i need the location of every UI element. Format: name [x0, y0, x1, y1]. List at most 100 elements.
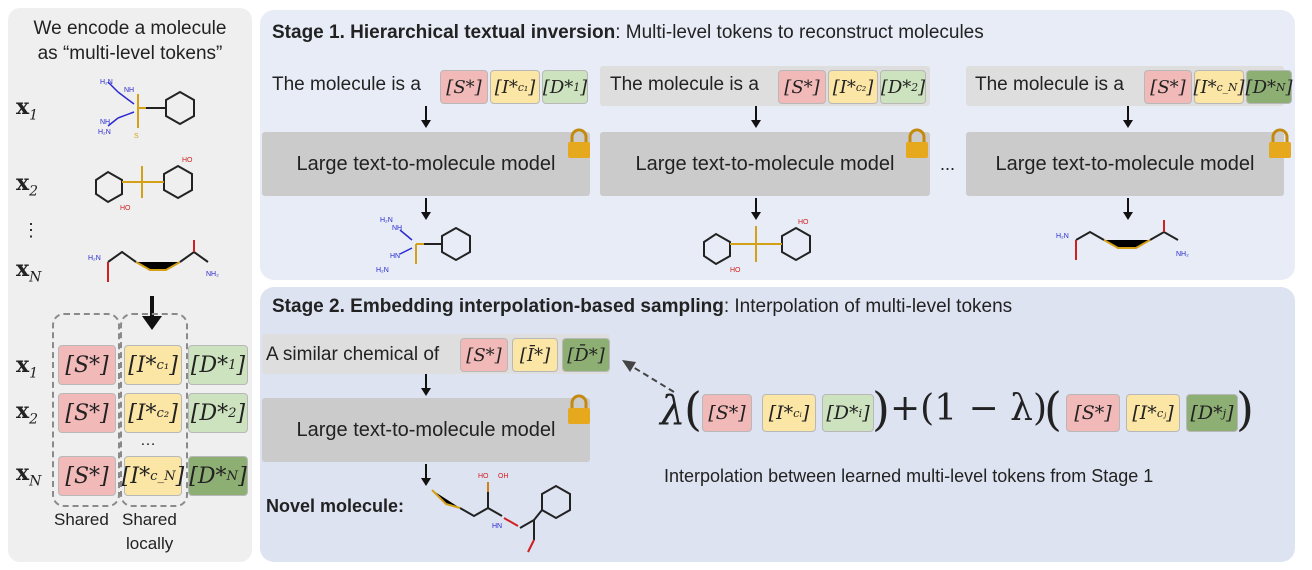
token-detail: [D*2]: [880, 70, 926, 104]
token-structure: [S*]: [778, 70, 826, 104]
down-arrow-icon: [421, 464, 431, 486]
token-intermediate: [Ī*]: [512, 338, 558, 372]
molecule-structure: HO HO: [703, 219, 811, 274]
token-structure: [S*]: [702, 394, 752, 432]
down-arrow-icon: [1123, 106, 1133, 128]
token-detail: [D*N]: [188, 456, 248, 496]
stage1-prompt: The molecule is a: [272, 74, 421, 95]
down-arrow-icon: [421, 374, 431, 396]
stage1-ellipsis: ...: [940, 154, 956, 174]
interpolation-caption: Interpolation between learned multi-leve…: [664, 466, 1154, 486]
x2-label: x2: [16, 170, 39, 200]
molecule-structure: H₂N NH₂: [88, 240, 219, 282]
x1-label: x1: [16, 94, 39, 124]
lambda-symbol: λ: [660, 388, 686, 434]
stage1-prompt: The molecule is a: [610, 74, 759, 95]
token-intermediate: [I*c_N]: [122, 456, 184, 496]
stage1-model-box: Large text-to-molecule model: [966, 132, 1284, 196]
svg-text:HO: HO: [120, 205, 131, 212]
shared-group-structure: [52, 313, 120, 507]
token-intermediate: [I*c_N]: [1193, 70, 1245, 104]
svg-text:H₂N: H₂N: [98, 129, 111, 136]
model-label: Large text-to-molecule model: [995, 152, 1255, 175]
svg-text:HN: HN: [390, 253, 400, 260]
stage2-prompt: A similar chemical of: [266, 344, 440, 365]
molecule-structure: HO HO: [95, 157, 193, 212]
svg-text:H₂N: H₂N: [100, 79, 113, 86]
lock-icon: [1269, 128, 1291, 158]
svg-text:H₂N: H₂N: [380, 217, 393, 224]
token-intermediate: [I*c₂]: [124, 393, 182, 433]
token-intermediate: [I*c₂]: [828, 70, 878, 104]
token-structure: [S*]: [58, 456, 116, 496]
svg-text:HO: HO: [798, 219, 809, 226]
molecule-structure: NH H₂N NH H₂N S: [98, 79, 195, 140]
close-paren: ): [872, 382, 890, 436]
svg-text:H₂N: H₂N: [88, 255, 101, 262]
token-structure: [S*]: [58, 345, 116, 385]
model-label: Large text-to-molecule model: [296, 152, 556, 175]
xN-label: xN: [16, 460, 42, 490]
close-paren: ): [1236, 382, 1254, 436]
xN-label: xN: [16, 256, 42, 286]
molecule-structure: HO OH HN: [431, 473, 571, 553]
down-arrow-icon: [751, 198, 761, 220]
svg-text:NH₂: NH₂: [206, 271, 219, 278]
token-structure: [S*]: [58, 393, 116, 433]
stage1-title: Stage 1. Hierarchical textual inversion:…: [272, 22, 984, 43]
shared-locally-label-line2: locally: [126, 534, 174, 553]
svg-text:OH: OH: [498, 473, 509, 480]
open-paren: (: [1044, 382, 1062, 436]
svg-text:NH: NH: [392, 225, 402, 232]
svg-text:H₂N: H₂N: [376, 267, 389, 274]
stage2-title: Stage 2. Embedding interpolation-based s…: [272, 296, 1013, 317]
model-label: Large text-to-molecule model: [635, 152, 895, 175]
lock-icon: [906, 128, 928, 158]
token-intermediate: [I*cⱼ]: [1126, 394, 1180, 432]
dashed-arrow-icon: [622, 360, 675, 393]
token-structure: [S*]: [1066, 394, 1120, 432]
svg-text:NH: NH: [100, 119, 110, 126]
svg-text:HO: HO: [182, 157, 193, 164]
x2-label: x2: [16, 398, 39, 428]
left-heading: We encode a molecule as “multi-level tok…: [8, 16, 252, 66]
token-detail: [D*1]: [542, 70, 588, 104]
stage2-model-box: Large text-to-molecule model: [262, 398, 590, 462]
model-label: Large text-to-molecule model: [296, 418, 556, 441]
token-structure: [S*]: [460, 338, 508, 372]
token-intermediate: [I*cᵢ]: [762, 394, 816, 432]
left-heading-line1: We encode a molecule: [33, 18, 227, 39]
shared-locally-label: Shared: [122, 510, 177, 529]
down-arrow-icon: [421, 198, 431, 220]
down-arrow-icon: [142, 296, 162, 330]
one-minus-lambda: +(1 − λ): [890, 388, 1048, 429]
svg-text:NH: NH: [124, 87, 134, 94]
token-detail: [D*i]: [822, 394, 874, 432]
open-paren: (: [684, 382, 702, 436]
vertical-dots: ⋮: [22, 220, 40, 240]
svg-text:HO: HO: [730, 267, 741, 274]
token-detail: [D*2]: [188, 393, 248, 433]
stage1-model-box: Large text-to-molecule model: [600, 132, 930, 196]
left-heading-line2: as “multi-level tokens”: [37, 43, 223, 64]
token-detail: [D*j]: [1186, 394, 1238, 432]
down-arrow-icon: [421, 106, 431, 128]
token-structure: [S*]: [440, 70, 488, 104]
down-arrow-icon: [1123, 198, 1133, 220]
token-intermediate: [I*c₁]: [490, 70, 540, 104]
token-detail: [D*1]: [188, 345, 248, 385]
token-detail: [D*N]: [1246, 70, 1292, 104]
novel-molecule-label: Novel molecule:: [266, 496, 405, 516]
stage1-prompt: The molecule is a: [975, 74, 1124, 95]
svg-text:HN: HN: [492, 523, 502, 530]
token-detail: [D̄*]: [562, 338, 610, 372]
svg-text:S: S: [134, 133, 139, 140]
stage1-model-box: Large text-to-molecule model: [262, 132, 590, 196]
shared-locally-group: [120, 313, 188, 507]
shared-label: Shared: [54, 510, 109, 529]
svg-text:H₂N: H₂N: [1056, 233, 1069, 240]
svg-text:HO: HO: [478, 473, 489, 480]
horizontal-dots: …: [140, 432, 156, 449]
